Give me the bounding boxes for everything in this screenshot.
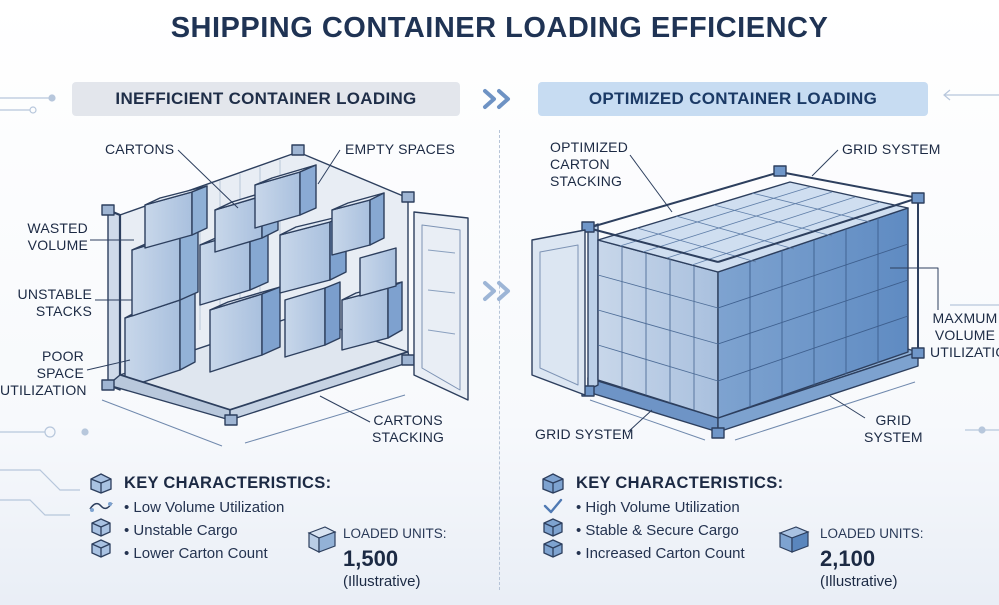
key-item: • High Volume Utilization [576, 499, 740, 516]
loaded-units-label: LOADED UNITS: [343, 526, 447, 541]
key-item: • Unstable Cargo [124, 522, 238, 539]
key-item: • Stable & Secure Cargo [576, 522, 739, 539]
panel-divider [499, 130, 500, 590]
check-icon [543, 498, 563, 514]
chevron-right-icon [483, 281, 510, 301]
loaded-units-value: 2,100 [820, 546, 876, 571]
cube-icon [543, 518, 563, 537]
optimized-container [531, 149, 939, 441]
label-cartons: CARTONS [105, 141, 175, 157]
label-grid-system-bottom: GRID SYSTEM [535, 426, 634, 442]
loaded-units-label: LOADED UNITS: [820, 526, 924, 541]
cube-icon [91, 518, 111, 537]
carton-box-icon [307, 526, 337, 553]
cube-icon [542, 473, 564, 494]
label-grid-system-top: GRID SYSTEM [842, 141, 941, 157]
page-title: SHIPPING CONTAINER LOADING EFFICIENCY [170, 12, 829, 44]
label-empty-spaces: EMPTY SPACES [345, 141, 456, 157]
loaded-units-value: 1,500 [343, 546, 399, 571]
loaded-units-note: (Illustrative) [820, 573, 898, 590]
cube-icon [91, 539, 111, 558]
chevron-right-icon [483, 89, 510, 109]
carton-stack-messy [124, 164, 403, 389]
optimized-key-characteristics: KEY CHARACTERISTICS: • High Volume Utili… [576, 474, 783, 562]
key-title: KEY CHARACTERISTICS: [124, 474, 332, 492]
inefficient-panel-heading: INEFFICIENT CONTAINER LOADING [72, 82, 460, 116]
inefficient-container [86, 144, 469, 447]
key-item: • Low Volume Utilization [124, 499, 285, 516]
optimized-panel-heading: OPTIMIZED CONTAINER LOADING [538, 82, 928, 116]
key-item: • Increased Carton Count [576, 545, 745, 562]
low-utilization-icon [89, 502, 113, 512]
label-maximum-volume-utilization: MAXMUMVOLUMEUTILIZATION [930, 310, 999, 360]
loaded-units-note: (Illustrative) [343, 573, 421, 590]
inefficient-key-characteristics: KEY CHARACTERISTICS: • Low Volume Utiliz… [124, 474, 331, 562]
cube-icon [90, 473, 112, 494]
cube-icon [543, 539, 563, 558]
carton-box-icon [778, 526, 810, 553]
key-title: KEY CHARACTERISTICS: [576, 474, 784, 492]
key-item: • Lower Carton Count [124, 545, 268, 562]
decorative-lines [0, 89, 999, 516]
